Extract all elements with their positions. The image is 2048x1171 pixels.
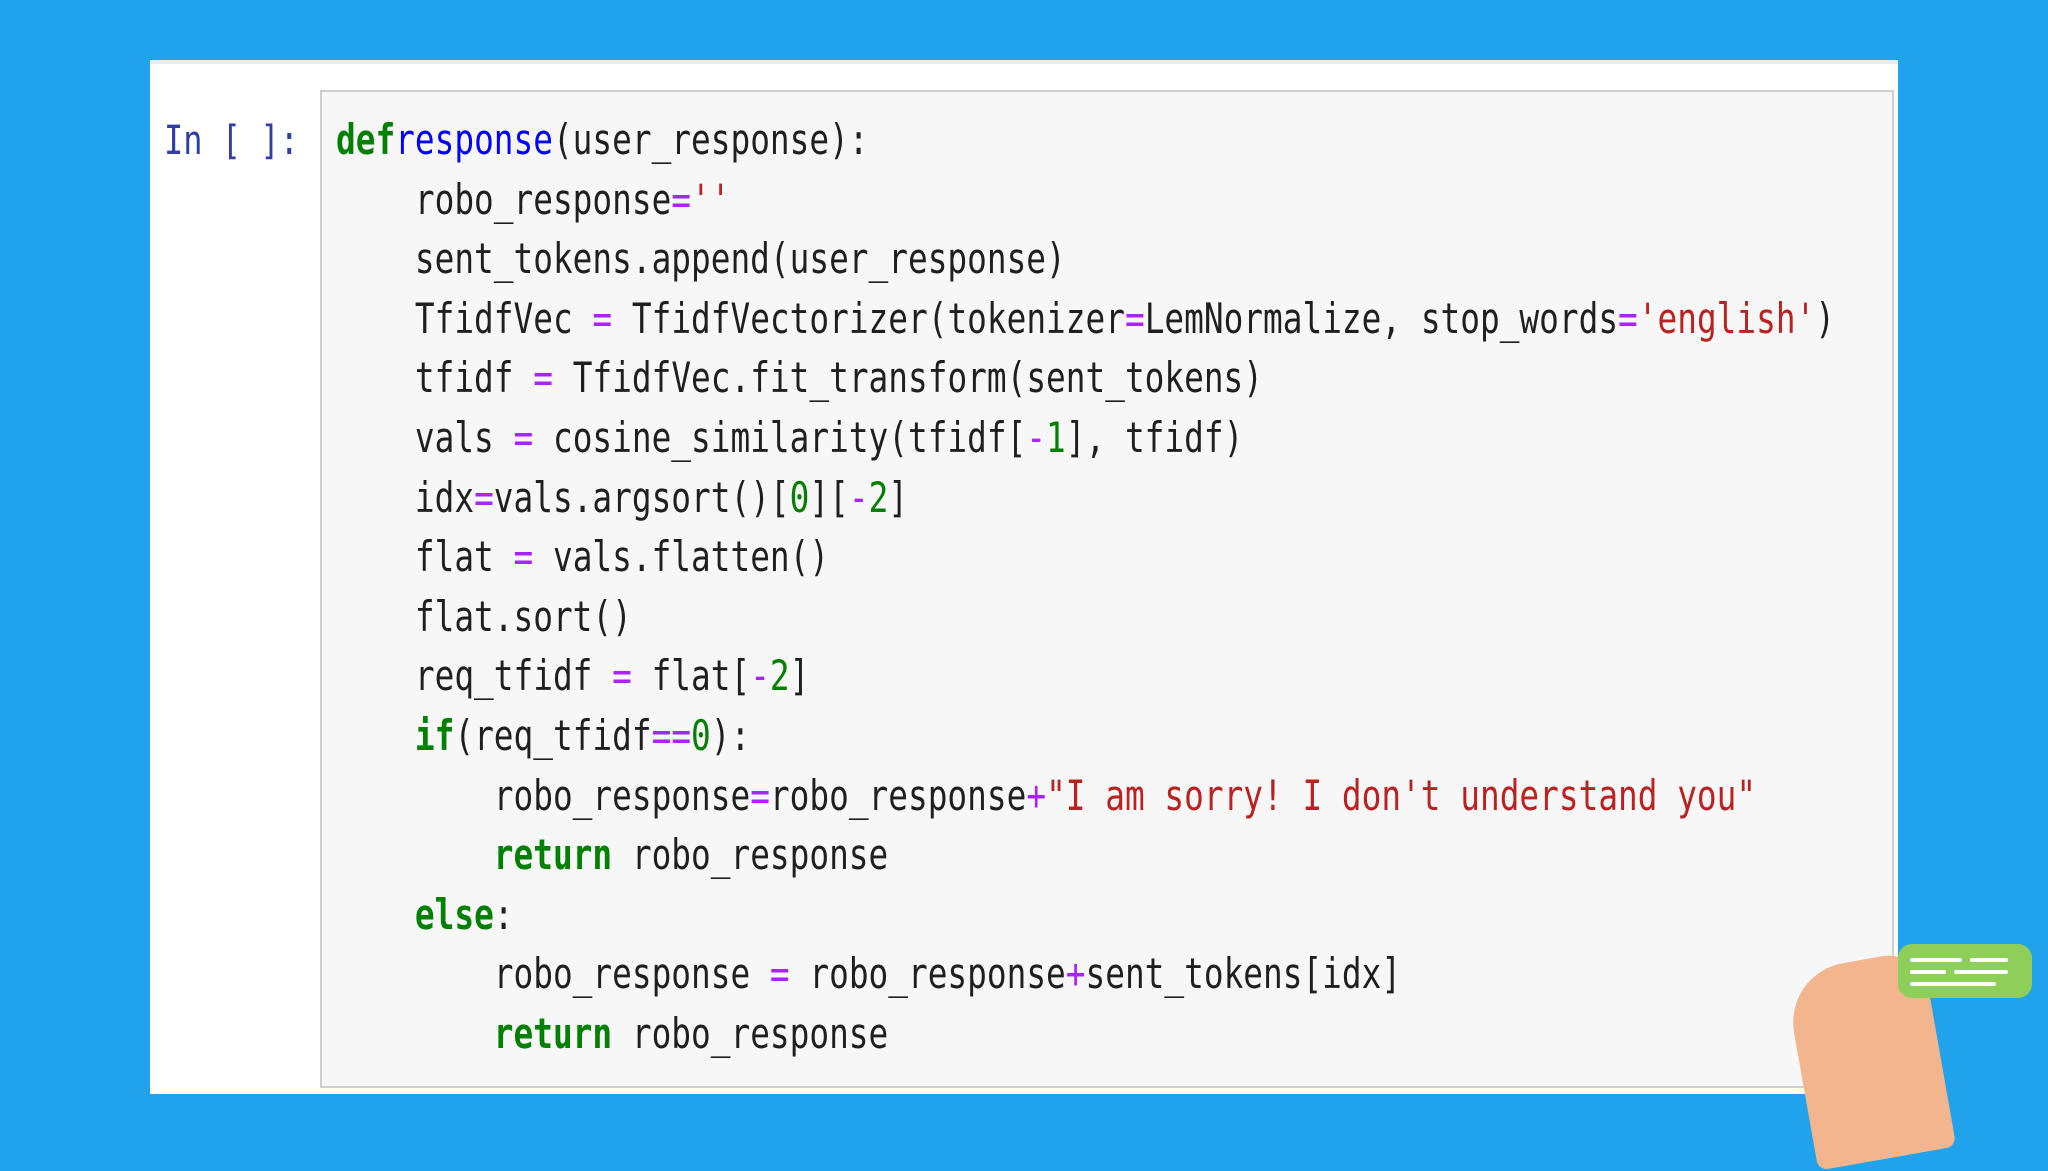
code-token: 'english' — [1637, 293, 1816, 343]
code-token: tfidf — [336, 353, 534, 403]
code-line: else: — [336, 885, 1835, 945]
code-cell-input[interactable]: defresponse(user_response): robo_respons… — [320, 90, 1894, 1088]
code-token: = — [1618, 293, 1638, 343]
code-token: req_tfidf — [336, 651, 613, 701]
code-token: robo_response — [612, 1008, 889, 1058]
code-token: ) — [1815, 293, 1836, 343]
code-token: ): — [710, 710, 751, 760]
code-token: 0 — [789, 472, 810, 522]
code-token — [336, 890, 415, 939]
code-token: cosine_similarity(tfidf[ — [533, 412, 1027, 462]
code-line: robo_response = robo_response+sent_token… — [336, 944, 1835, 1004]
code-token: 0 — [691, 710, 711, 760]
code-token: response — [395, 115, 553, 164]
code-token: vals — [336, 412, 514, 462]
code-token: ][ — [809, 472, 849, 522]
code-token: - — [750, 651, 770, 701]
code-token: = — [533, 353, 553, 403]
code-token: = — [1124, 293, 1145, 343]
code-token: - — [848, 472, 869, 522]
code-token: robo_response — [336, 770, 751, 820]
code-token: = — [513, 532, 534, 582]
code-token: vals.flatten() — [533, 532, 830, 582]
code-token: = — [474, 472, 494, 522]
code-line: TfidfVec = TfidfVectorizer(tokenizer=Lem… — [336, 289, 1835, 349]
code-token: = — [671, 174, 692, 224]
code-token: TfidfVectorizer(tokenizer — [612, 293, 1125, 343]
code-token: flat — [336, 532, 514, 582]
code-token: = — [769, 949, 790, 999]
code-token: (user_response): — [552, 115, 869, 164]
code-token: flat.sort() — [336, 591, 632, 641]
code-token: TfidfVec.fit_transform(sent_tokens) — [552, 353, 1264, 403]
code-token: == — [651, 710, 692, 760]
code-line: robo_response='' — [336, 170, 1835, 230]
code-line: tfidf = TfidfVec.fit_transform(sent_toke… — [336, 348, 1835, 408]
code-token: ] — [789, 651, 810, 701]
code-editor[interactable]: defresponse(user_response): robo_respons… — [336, 110, 1835, 1064]
code-token: sent_tokens.append(user_response) — [336, 234, 1066, 284]
notebook-panel: In [ ]: defresponse(user_response): robo… — [150, 60, 1898, 1094]
chat-bubble-icon — [1898, 944, 2032, 998]
code-token — [336, 1009, 494, 1058]
code-token: + — [1026, 770, 1047, 820]
code-line: req_tfidf = flat[-2] — [336, 646, 1835, 706]
code-token: = — [592, 293, 613, 343]
code-token: + — [1065, 949, 1086, 999]
code-line: flat = vals.flatten() — [336, 527, 1835, 587]
code-token: robo_response — [612, 830, 889, 880]
code-token: LemNormalize, stop_words — [1144, 293, 1619, 343]
code-token: return — [493, 1008, 613, 1058]
code-token: robo_response — [789, 949, 1066, 999]
code-token: '' — [691, 174, 731, 224]
code-line: defresponse(user_response): — [336, 110, 1835, 170]
code-line: idx=vals.argsort()[0][-2] — [336, 468, 1835, 528]
code-token: "I am sorry! I don't understand you" — [1046, 770, 1757, 820]
code-token: 1 — [1046, 412, 1066, 462]
code-token: def — [336, 115, 396, 164]
code-token: if — [414, 710, 455, 760]
code-token: idx — [336, 472, 475, 522]
code-token — [336, 830, 494, 879]
code-token: 2 — [769, 651, 790, 701]
code-line: return robo_response — [336, 825, 1835, 885]
code-token: vals.argsort()[ — [493, 472, 790, 522]
code-token: - — [1026, 412, 1047, 462]
code-line: vals = cosine_similarity(tfidf[-1], tfid… — [336, 408, 1835, 468]
code-token: ], tfidf) — [1065, 412, 1244, 462]
code-token: TfidfVec — [336, 293, 593, 343]
code-line: return robo_response — [336, 1004, 1835, 1064]
code-line: if(req_tfidf==0): — [336, 706, 1835, 766]
code-token: else — [414, 889, 494, 939]
code-token: (req_tfidf — [454, 710, 652, 760]
code-token: : — [493, 889, 514, 939]
code-token: robo_response — [336, 174, 672, 224]
code-token: = — [513, 412, 534, 462]
code-token: flat[ — [631, 651, 751, 701]
code-token: = — [612, 651, 632, 701]
code-token: ] — [888, 472, 909, 522]
code-token: sent_tokens[idx] — [1085, 949, 1402, 999]
code-token — [336, 711, 415, 760]
code-token: robo_response — [336, 949, 770, 999]
code-token: 2 — [868, 472, 889, 522]
code-token: return — [493, 830, 613, 880]
code-line: robo_response=robo_response+"I am sorry!… — [336, 766, 1835, 826]
code-line: flat.sort() — [336, 587, 1835, 647]
code-line: sent_tokens.append(user_response) — [336, 229, 1835, 289]
cell-prompt: In [ ]: — [164, 118, 299, 164]
code-token: robo_response — [769, 770, 1027, 820]
code-token: = — [750, 770, 770, 820]
